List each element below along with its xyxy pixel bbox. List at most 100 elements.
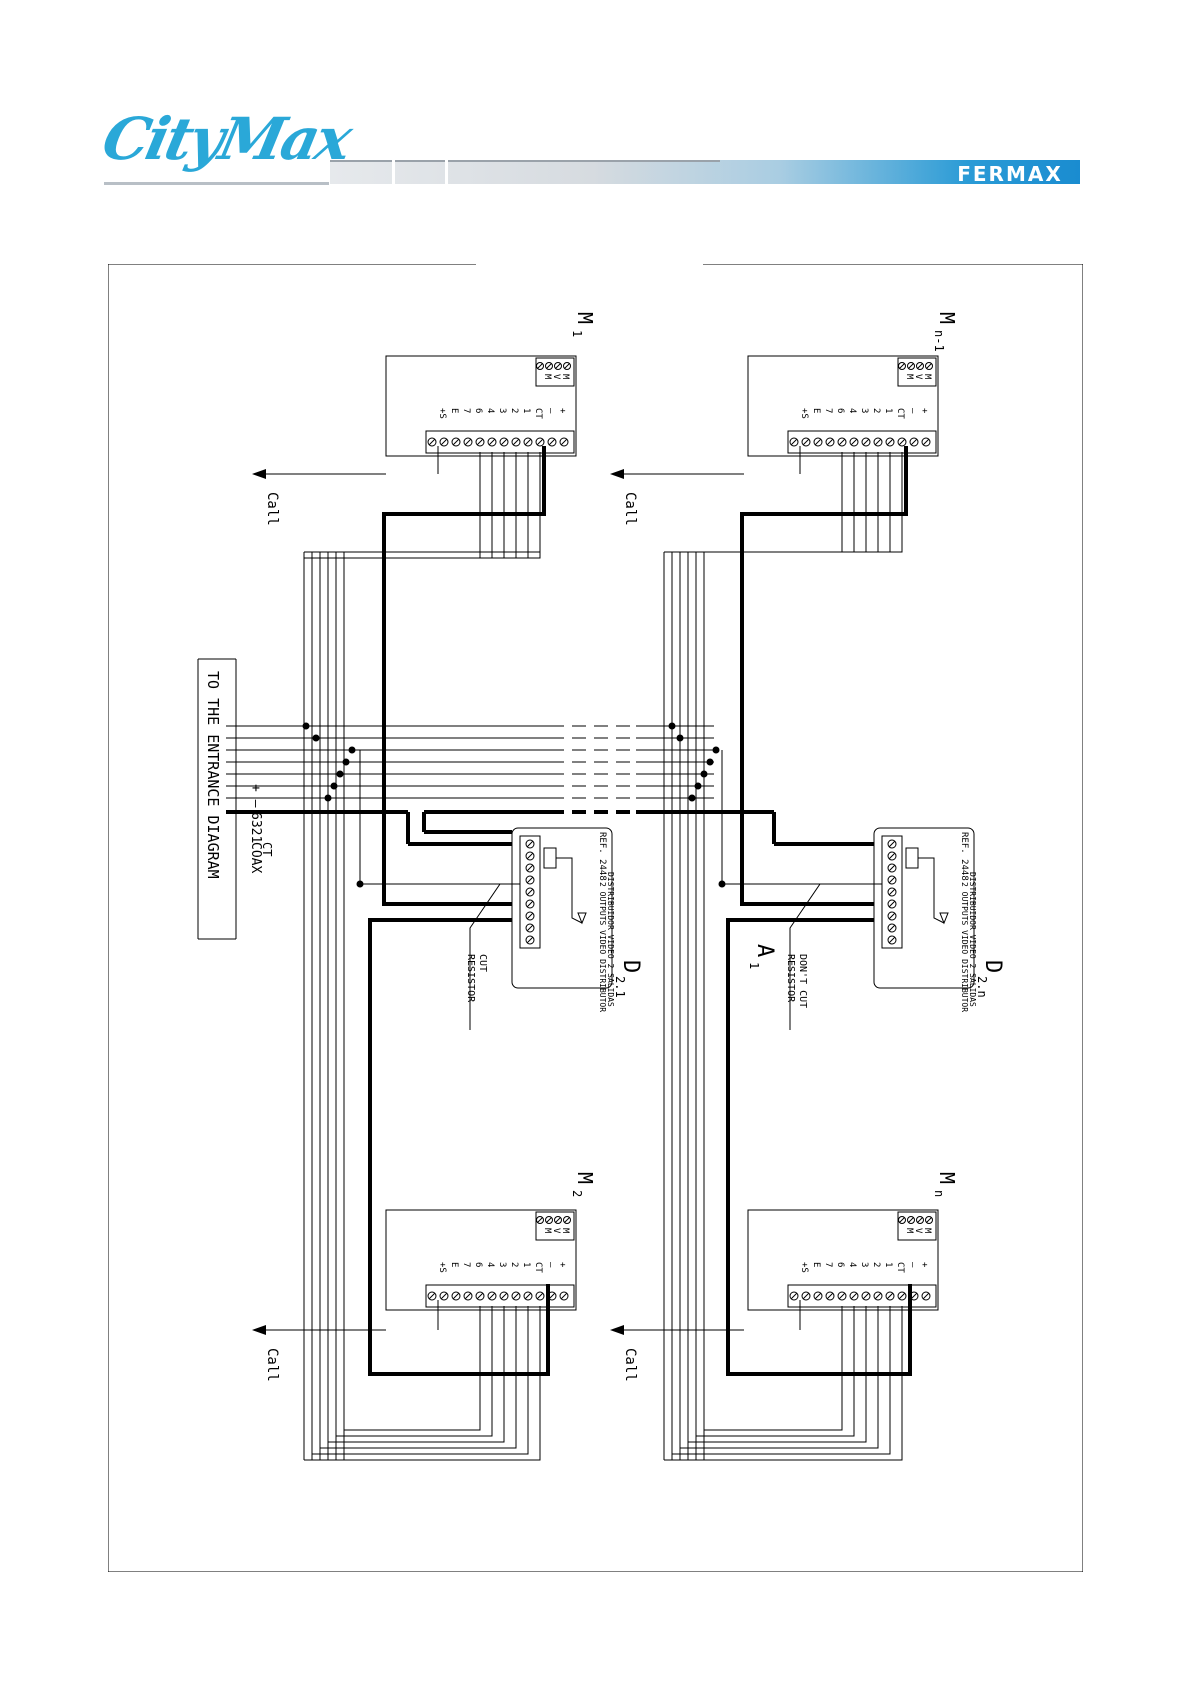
- terminal-screw: [909, 437, 919, 447]
- terminal-screw-slot: [428, 438, 436, 446]
- terminal-screw-slot: [537, 1217, 543, 1223]
- terminal-screw: [525, 911, 535, 921]
- terminal-screw-slot: [440, 1292, 448, 1300]
- terminal-label: 4: [485, 408, 495, 413]
- terminal-screw-slot: [888, 936, 896, 944]
- feeder-wire: [696, 452, 855, 553]
- terminal-screw-slot: [476, 1292, 484, 1300]
- feeder-wire: [344, 1306, 481, 1431]
- terminal-screw-slot: [898, 438, 906, 446]
- feeder-wire: [704, 1306, 843, 1431]
- terminal-screw-slot: [899, 363, 905, 369]
- terminal-screw: [535, 1291, 545, 1301]
- feeder-wire: [680, 452, 879, 553]
- feeder-wire: [672, 452, 891, 553]
- terminal-screw: [925, 1216, 933, 1224]
- terminal-screw: [887, 887, 897, 897]
- monitor-sub-mn1: n-1: [932, 330, 946, 352]
- terminal-screw: [837, 437, 847, 447]
- terminal-screw: [887, 899, 897, 909]
- terminal-label: –: [907, 408, 917, 414]
- note-dontcut-2: RESISTOR: [785, 954, 796, 1003]
- monitor-terminal-block-top: [897, 357, 937, 387]
- terminal-screw: [525, 875, 535, 885]
- terminal-label: 6: [835, 1262, 845, 1267]
- terminal-screw: [898, 362, 906, 370]
- terminal-label: M: [922, 374, 932, 380]
- terminal-label: +: [919, 408, 929, 414]
- terminal-screw-slot: [428, 1292, 436, 1300]
- terminal-screw-slot: [512, 438, 520, 446]
- monitor-terminal-strip: [425, 1284, 575, 1308]
- terminal-label: M: [542, 1228, 552, 1234]
- terminal-screw: [563, 1216, 571, 1224]
- terminal-screw: [907, 1216, 915, 1224]
- call-label-m2: Call: [264, 1348, 280, 1382]
- terminal-screw: [463, 437, 473, 447]
- monitor-label-mn: M: [935, 1172, 959, 1184]
- distributor-terminal-column: [881, 835, 903, 949]
- terminal-screw-slot: [464, 1292, 472, 1300]
- terminal-screw: [887, 923, 897, 933]
- terminal-screw: [547, 437, 557, 447]
- terminal-screw: [873, 1291, 883, 1301]
- terminal-screw: [451, 437, 461, 447]
- distributor-ref: REF. 2448: [959, 832, 969, 881]
- feeder-wire: [328, 452, 505, 559]
- terminal-label: +S: [437, 408, 447, 419]
- terminal-screw: [825, 1291, 835, 1301]
- terminal-label: M: [904, 374, 914, 380]
- monitor-sub-m1: 1: [570, 330, 584, 337]
- terminal-screw-slot: [898, 1292, 906, 1300]
- distributor-body: [511, 827, 613, 989]
- terminal-screw: [861, 437, 871, 447]
- terminal-screw-slot: [555, 1217, 561, 1223]
- terminal-label: 4: [847, 1262, 857, 1267]
- terminal-screw: [554, 1216, 562, 1224]
- terminal-screw-slot: [922, 1292, 930, 1300]
- distributor-internal: [918, 857, 945, 924]
- feeder-wire: [320, 452, 517, 553]
- terminal-label: 4: [847, 408, 857, 413]
- monitor-terminal-block-top: [535, 357, 575, 387]
- terminal-screw: [887, 935, 897, 945]
- feeder-wire: [304, 452, 541, 553]
- monitor-label-m1: M: [573, 312, 597, 324]
- terminal-screw-slot: [888, 888, 896, 896]
- monitor-label-mn1: M: [935, 312, 959, 324]
- terminal-label: +: [919, 1262, 929, 1268]
- a-label: A: [752, 944, 777, 957]
- video-wire-thick: [726, 918, 912, 1376]
- junction-dot: [706, 758, 714, 766]
- terminal-label: 3: [497, 1262, 507, 1267]
- terminal-screw-slot: [926, 1217, 932, 1223]
- riser-label-ct: CT: [260, 842, 274, 856]
- header-band-divider: [445, 160, 448, 184]
- terminal-label: M: [904, 1228, 914, 1234]
- terminal-screw: [873, 437, 883, 447]
- feeder-wire: [688, 1306, 867, 1443]
- junction-dot: [348, 746, 356, 754]
- terminal-screw-slot: [526, 852, 534, 860]
- distributor-ground: [939, 912, 949, 925]
- terminal-screw-slot: [826, 438, 834, 446]
- terminal-screw: [525, 863, 535, 873]
- monitor-sub-mn: n: [932, 1190, 946, 1197]
- header-band-divider: [392, 160, 395, 184]
- terminal-label: 2: [509, 408, 519, 413]
- terminal-screw: [907, 362, 915, 370]
- terminal-label: +S: [799, 1262, 809, 1273]
- terminal-screw-slot: [564, 363, 570, 369]
- distributor-body: [873, 827, 975, 989]
- terminal-screw-slot: [536, 1292, 544, 1300]
- terminal-label: CT: [533, 408, 543, 419]
- video-wire-thick: [382, 446, 546, 906]
- terminal-screw: [525, 851, 535, 861]
- terminal-label: V: [551, 1228, 561, 1234]
- entrance-label: TO THE ENTRANCE DIAGRAM: [204, 671, 222, 879]
- monitor-terminal-block-top: [897, 1211, 937, 1241]
- junction-dot: [312, 734, 320, 742]
